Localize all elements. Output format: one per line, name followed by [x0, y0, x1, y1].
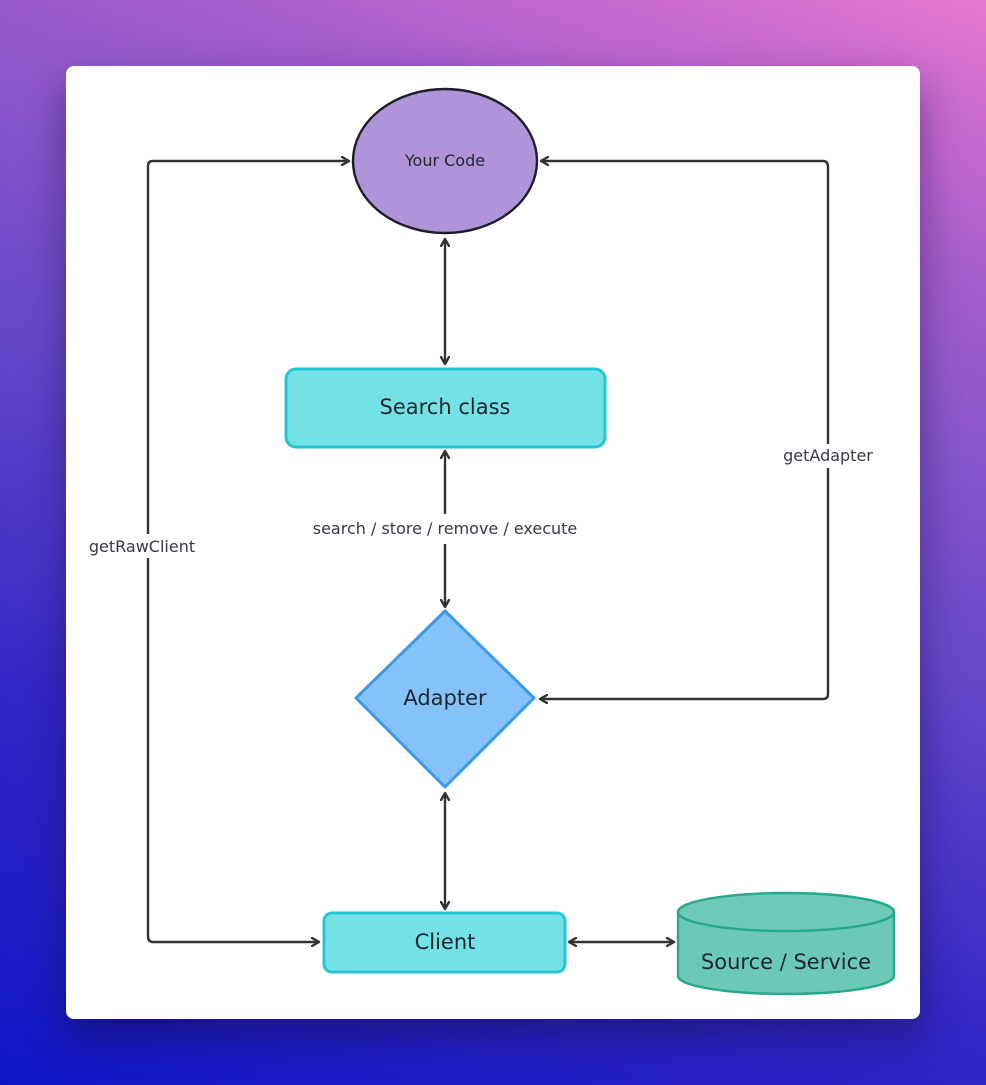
- node-label-source-service: Source / Service: [701, 950, 871, 974]
- node-label-search-class: Search class: [380, 395, 511, 419]
- node-client: Client: [322, 911, 567, 974]
- flow-diagram: search / store / remove / execute getRaw…: [89, 87, 896, 996]
- edge-label-get-adapter: getAdapter: [783, 446, 873, 465]
- node-search-class: Search class: [284, 367, 607, 449]
- diagram-card: search / store / remove / execute getRaw…: [66, 66, 920, 1019]
- node-your-code: Your Code: [351, 87, 539, 235]
- node-source-service: Source / Service: [676, 891, 896, 996]
- node-label-client: Client: [415, 930, 476, 954]
- edge-label-search-store-remove-execute: search / store / remove / execute: [313, 519, 578, 538]
- edge-label-get-raw-client: getRawClient: [89, 537, 195, 556]
- node-label-adapter: Adapter: [403, 686, 487, 710]
- node-adapter: Adapter: [354, 609, 536, 789]
- edge-search-to-adapter: search / store / remove / execute: [313, 451, 578, 607]
- edge-get-raw-client: getRawClient: [89, 161, 349, 942]
- edge-get-adapter: getAdapter: [540, 161, 873, 699]
- node-label-your-code: Your Code: [404, 151, 485, 170]
